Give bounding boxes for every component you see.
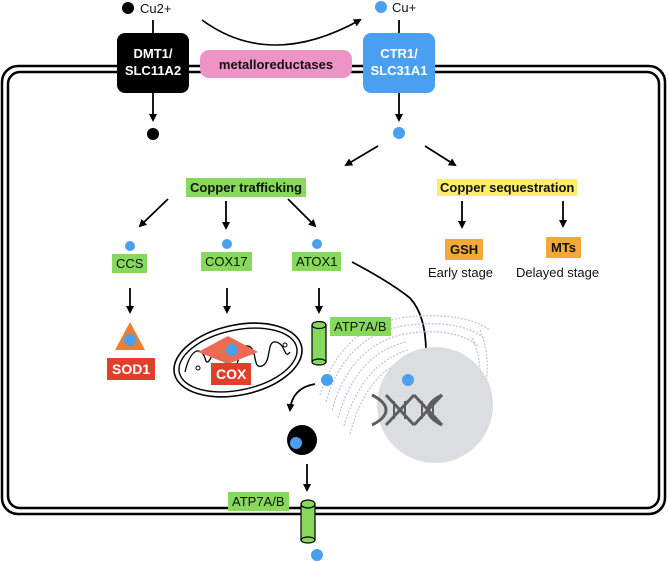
ccs-copper-icon: [125, 241, 135, 251]
atox1-copper-icon: [312, 239, 322, 249]
cox-label: COX: [211, 363, 252, 385]
nucleus-copper-icon: [402, 374, 414, 386]
atp7ab-golgi-cylinder-icon: [311, 320, 327, 366]
ctr1-transporter: CTR1/ SLC31A1: [363, 33, 435, 93]
mts-stage-label: Delayed stage: [516, 265, 600, 280]
dmt1-line2: SLC11A2: [124, 63, 182, 78]
copper-sequestration-label: Copper sequestration: [437, 179, 578, 196]
golgi-copper-icon: [321, 374, 333, 386]
cu1-label: Cu+: [392, 0, 417, 15]
cu1-intracellular-icon: [393, 127, 405, 139]
cu1-ion-icon: [375, 1, 387, 13]
copper-trafficking-label: Copper trafficking: [186, 178, 306, 197]
exported-copper-icon: [311, 549, 323, 561]
dna-icon: [371, 393, 444, 427]
gsh-stage-label: Early stage: [428, 265, 494, 280]
cu2-label: Cu2+: [140, 1, 172, 16]
atp7ab-membrane-cylinder-icon: [300, 499, 316, 544]
atox1-nucleus-arrow: [351, 261, 431, 374]
ctr1-line1: CTR1/: [380, 46, 418, 62]
gsh-label: GSH: [445, 239, 484, 260]
ccs-label: CCS: [112, 254, 148, 273]
cox17-copper-icon: [222, 239, 232, 249]
dmt1-line1: DMT1/: [133, 46, 173, 62]
metalloreductases-label: metalloreductases: [200, 50, 352, 78]
cu2-intracellular-icon: [147, 128, 159, 140]
ctr1-line2: SLC31A1: [370, 63, 428, 78]
cell-membrane: [0, 64, 667, 516]
atp7ab-golgi-label: ATP7A/B: [330, 317, 391, 336]
reduction-arrow: [201, 19, 362, 46]
atp7ab-membrane-label: ATP7A/B: [228, 492, 289, 511]
cox17-label: COX17: [201, 252, 252, 271]
mts-label: MTs: [546, 237, 582, 258]
dmt1-transporter: DMT1/ SLC11A2: [117, 33, 189, 93]
cu2-ion-icon: [122, 2, 134, 14]
sod1-label: SOD1: [107, 358, 156, 380]
atox1-label: ATOX1: [292, 252, 342, 271]
